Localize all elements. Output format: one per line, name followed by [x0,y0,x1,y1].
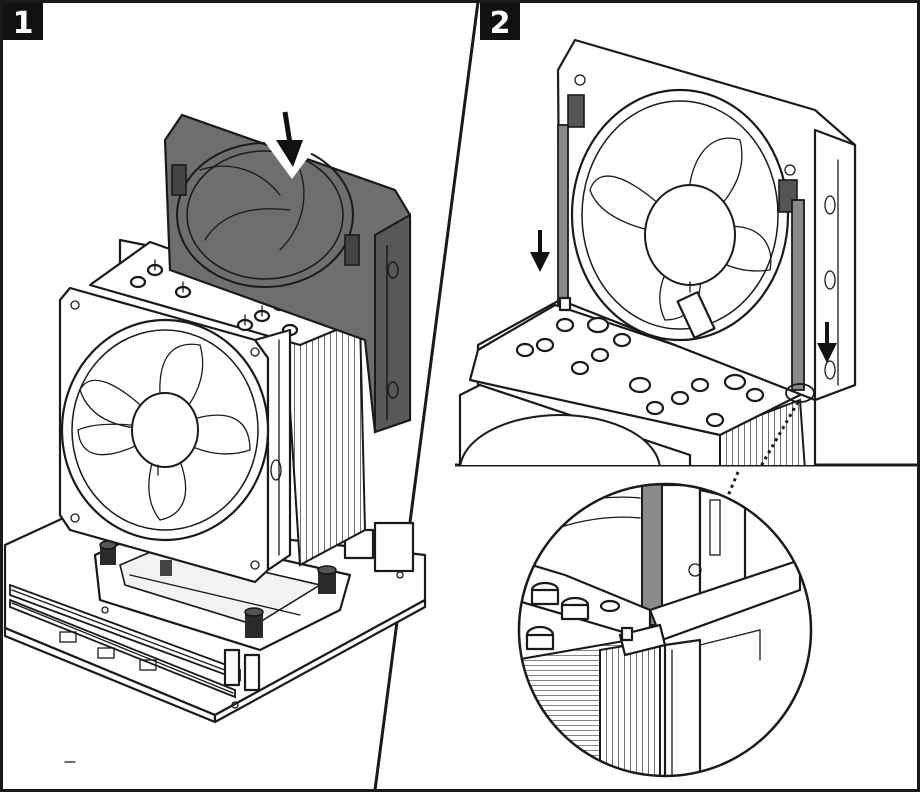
heatsink [88,238,367,567]
zoom-leader-line-lower [726,471,740,497]
step-2-badge: 2 [480,3,520,41]
step-2-number: 2 [490,6,511,41]
magnifier-circle [517,482,813,778]
zoom-leader-line [728,401,800,465]
step-1-badge: 1 [3,3,43,41]
divider-diagonal [373,1,480,791]
heatpipe-caps-2 [515,316,765,428]
rear-fan-highlighted [163,113,412,434]
front-fan [58,286,292,584]
down-arrow-right-icon [817,322,837,363]
panel-1 [3,111,427,763]
panel-2 [458,38,857,465]
step-1-number: 1 [13,6,34,41]
down-arrow-icon [276,111,303,167]
magnified-detail [517,482,813,778]
down-arrow-left-icon [530,230,550,272]
bracket-screws [99,540,337,638]
rear-fan-panel-2 [556,38,857,403]
mounting-bracket [93,528,352,692]
